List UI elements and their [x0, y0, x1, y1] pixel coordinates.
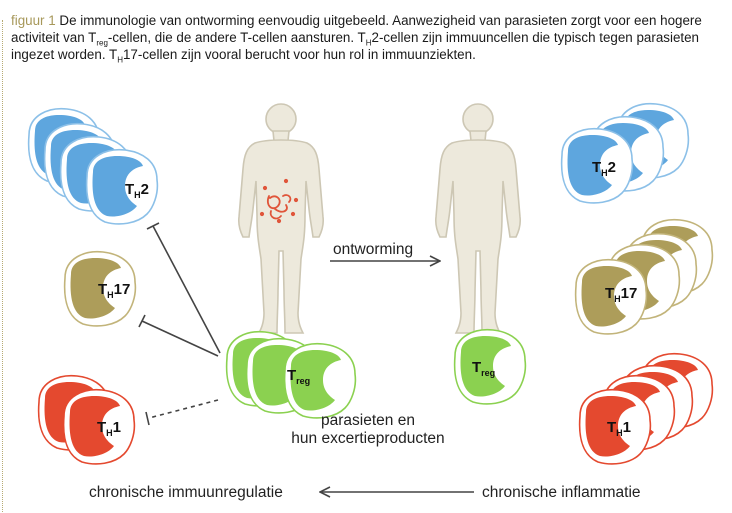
caption-text-1: De immunologie van ontworming eenvoudig …	[11, 13, 702, 46]
treg-label: Treg	[287, 367, 310, 386]
caption-text-2: -cellen, die de andere T-cellen aansture…	[107, 30, 366, 46]
th17-cell-stack-right	[574, 218, 714, 335]
inhibit-th2-bar	[146, 222, 160, 230]
caption-label: figuur 1	[11, 13, 56, 28]
caption-sub-h-1: H	[365, 38, 372, 48]
figure-caption: figuur 1 De immunologie van ontworming e…	[11, 12, 717, 66]
th1-label-right: TH1	[607, 419, 631, 438]
chronic-inflammation-label: chronische inflammatie	[482, 484, 641, 501]
inhibit-th17-bar	[138, 314, 146, 328]
inhibit-th17-line	[141, 320, 219, 357]
th2-label-right: TH2	[592, 159, 616, 178]
th1-cell-stack-right	[578, 352, 714, 465]
caption-text-3: 2-cellen zijn immuuncellen die typisch t…	[11, 30, 700, 63]
treg-cell-right	[453, 328, 527, 405]
th17-label-left: TH17	[98, 281, 130, 300]
inhibit-th1-dotted-line	[148, 399, 219, 419]
caption-sub-reg: reg	[96, 38, 108, 48]
th1-label-left: TH1	[97, 419, 121, 438]
th2-cell-stack-right	[560, 102, 690, 204]
inhibition-lines	[138, 222, 221, 426]
human-with-parasites	[237, 103, 325, 334]
chronic-immune-regulation-label: chronische immuunregulatie	[89, 484, 283, 501]
deworming-label: ontworming	[333, 241, 413, 258]
inhibit-th1-bar	[145, 411, 150, 426]
th2-label-left: TH2	[125, 181, 149, 200]
caption-sub-h-2: H	[117, 56, 123, 66]
inhibit-th2-line	[152, 225, 221, 354]
treg-label-right: Treg	[472, 359, 495, 378]
human-dewormed	[434, 103, 522, 334]
th17-label-right: TH17	[605, 285, 637, 304]
caption-margin-rule	[2, 20, 3, 512]
caption-text-4: 17-cellen zijn vooral berucht voor hun r…	[122, 47, 476, 63]
parasites-label-line-1: parasieten en	[321, 412, 415, 429]
th2-cell-stack-left	[27, 107, 159, 225]
parasite-marks	[259, 178, 299, 224]
parasites-label-line-2: hun excertieproducten	[291, 430, 444, 447]
